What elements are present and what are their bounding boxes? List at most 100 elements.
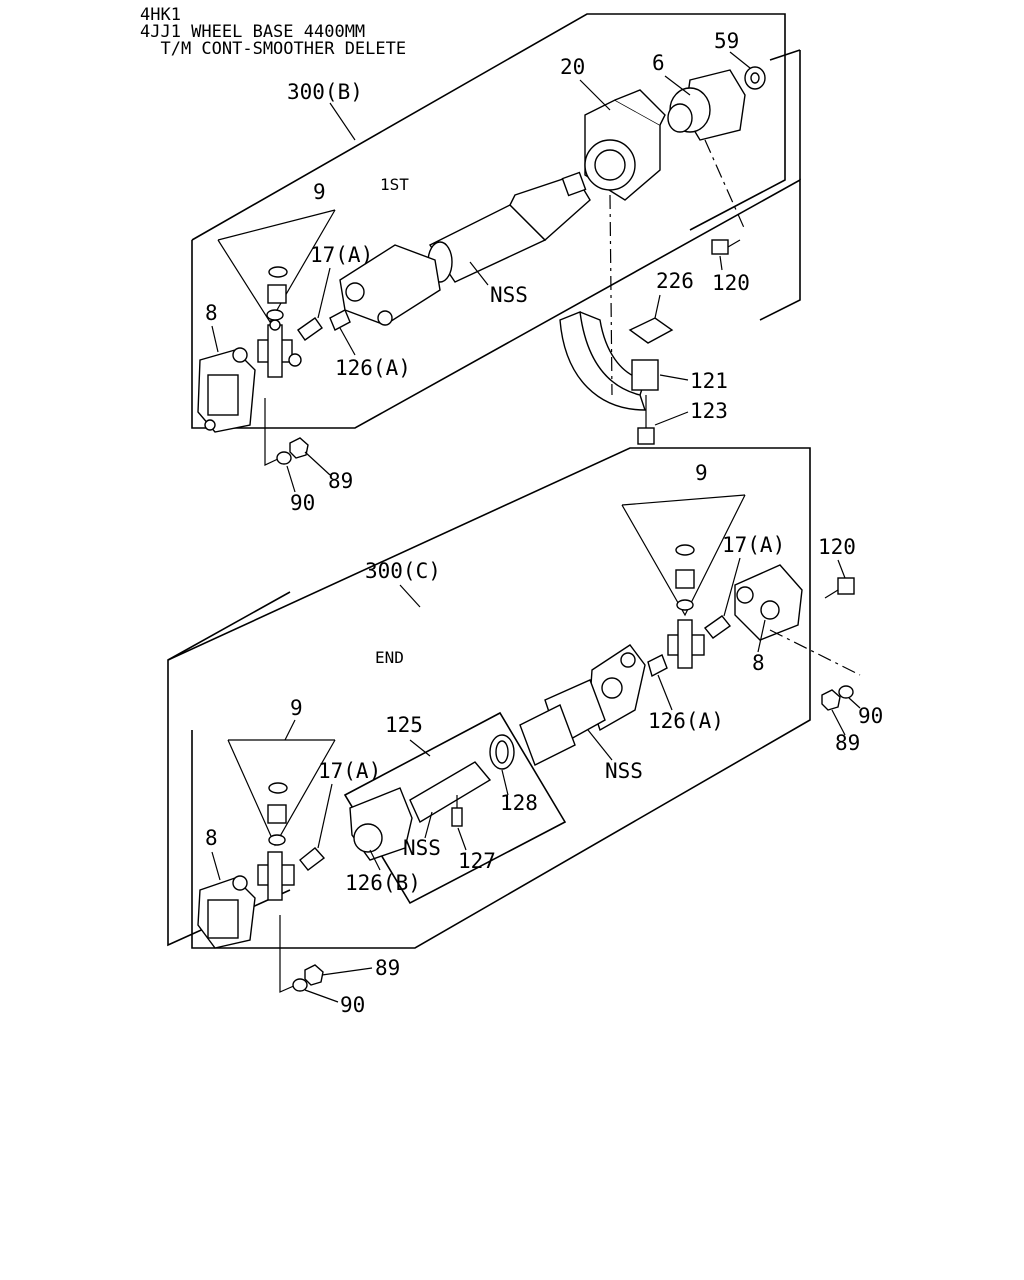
header-line-1: 4HK1 [140, 5, 181, 25]
diagram-header: 4HK1 4JJ1 WHEEL BASE 4400MM T/M CONT-SMO… [140, 5, 406, 59]
leader-17a-upper [317, 267, 331, 319]
header-line-3: T/M CONT-SMOOTHER DELETE [140, 39, 406, 59]
leader-8-lower-left [211, 851, 221, 881]
shaft-tube-upper [427, 171, 591, 283]
seal-lower-right [676, 599, 694, 611]
label-126a-upper: 126(A) [335, 356, 411, 380]
bolt-120-lower [824, 577, 855, 599]
washer-90-upper [276, 451, 292, 465]
leader-9-lower-left [284, 719, 296, 741]
label-127: 127 [458, 849, 496, 873]
centerline-hw-right [769, 629, 861, 676]
header-line-2: 4JJ1 WHEEL BASE 4400MM [140, 22, 365, 42]
u-joint-lower-right [667, 619, 705, 669]
upper-frame-notch [769, 49, 801, 61]
leader-125 [409, 739, 431, 757]
bearing-cap-lower-right [675, 569, 695, 589]
leader-nss-sub [424, 811, 433, 839]
lower-frame-outline [167, 447, 811, 949]
upper-frame-top [191, 13, 786, 241]
leader-6 [664, 75, 691, 96]
label-59: 59 [714, 29, 739, 53]
leader-128 [501, 769, 509, 796]
u-joint-lower-left [257, 851, 295, 901]
flange-8-lower-left [197, 875, 256, 949]
label-89-upper: 89 [328, 469, 353, 493]
leader-89-lower-left [321, 967, 373, 976]
label-120-upper: 120 [712, 271, 750, 295]
leader-126b [369, 849, 381, 871]
hanger-bracket [559, 311, 659, 411]
snap-ring-lower-right [675, 544, 695, 556]
label-9-lower-left: 9 [290, 696, 303, 720]
nut-89-upper [289, 437, 309, 459]
bearing-cap-lower-left [267, 804, 287, 824]
label-89-lower-right: 89 [835, 731, 860, 755]
grease-nipple-upper [297, 317, 323, 341]
lower-assembly: 300(C) END 9 17(A) 8 120 [167, 447, 883, 1017]
seal-upper [266, 309, 284, 321]
snap-ring-upper [268, 266, 288, 278]
label-9-upper: 9 [313, 180, 326, 204]
label-121: 121 [690, 369, 728, 393]
leader-17a-lower-right [723, 557, 741, 617]
shaft-tube-lower [519, 679, 606, 766]
snap-ring-lower-left [268, 782, 288, 794]
yoke-lower-right [589, 644, 646, 732]
ring-128-inner [495, 740, 509, 764]
centerline-120 [704, 139, 746, 231]
label-300c: 300(C) [365, 559, 441, 583]
bolt-120-upper [711, 239, 741, 255]
label-90-lower-right: 90 [858, 704, 883, 728]
leader-127 [457, 827, 467, 851]
label-120-lower: 120 [818, 535, 856, 559]
washer-90-lower-right [838, 685, 854, 699]
label-123: 123 [690, 399, 728, 423]
section-end: END [375, 648, 404, 667]
label-90-upper: 90 [290, 491, 315, 515]
label-nss-sub: NSS [403, 836, 441, 860]
leader-120-upper [719, 255, 723, 271]
leader-nss-upper [469, 261, 489, 286]
leader-90-lower-right [848, 697, 861, 709]
bracket-9-upper [217, 209, 336, 324]
label-128: 128 [500, 791, 538, 815]
flange-8-lower-right [734, 564, 803, 641]
upper-frame-outline [191, 178, 801, 429]
label-126a-lower: 126(A) [648, 709, 724, 733]
label-300b: 300(B) [287, 80, 363, 104]
leader-17a-lower-left [317, 783, 333, 849]
leader-89-lower-right [831, 709, 846, 736]
leader-300b [329, 102, 356, 141]
leader-126a-upper [339, 327, 356, 356]
leader-226 [654, 294, 661, 319]
bearing-cap-upper [267, 284, 287, 304]
leader-90-lower-left [304, 989, 339, 1003]
label-8-lower-right: 8 [752, 651, 765, 675]
leader-59 [729, 51, 751, 69]
center-bearing-20 [584, 89, 666, 201]
nut-89-lower-left [304, 964, 324, 986]
subassembly-125-box [343, 711, 567, 905]
label-9-lower-right: 9 [695, 461, 708, 485]
upper-assembly: 300(B) 1ST 20 6 59 NSS [191, 13, 801, 515]
label-nss-upper: NSS [490, 283, 528, 307]
leader-121 [659, 374, 689, 381]
label-8-lower-left: 8 [205, 826, 218, 850]
plate-226 [628, 317, 674, 344]
leader-90-upper [286, 465, 296, 493]
leader-hw-upper [264, 398, 281, 466]
nut-89-lower-right [821, 689, 841, 711]
leader-89-upper [304, 451, 331, 476]
label-125: 125 [385, 713, 423, 737]
bolt-123 [637, 395, 655, 445]
label-nss-lower: NSS [605, 759, 643, 783]
leader-300c [399, 584, 421, 608]
grease-nipple-lower-left [299, 847, 326, 871]
leader-hw-lower-left [279, 915, 297, 993]
leader-120-lower [837, 559, 846, 579]
leader-nss-lower [587, 729, 613, 761]
lower-frame-diag [167, 591, 291, 661]
yoke-upper [339, 244, 441, 326]
